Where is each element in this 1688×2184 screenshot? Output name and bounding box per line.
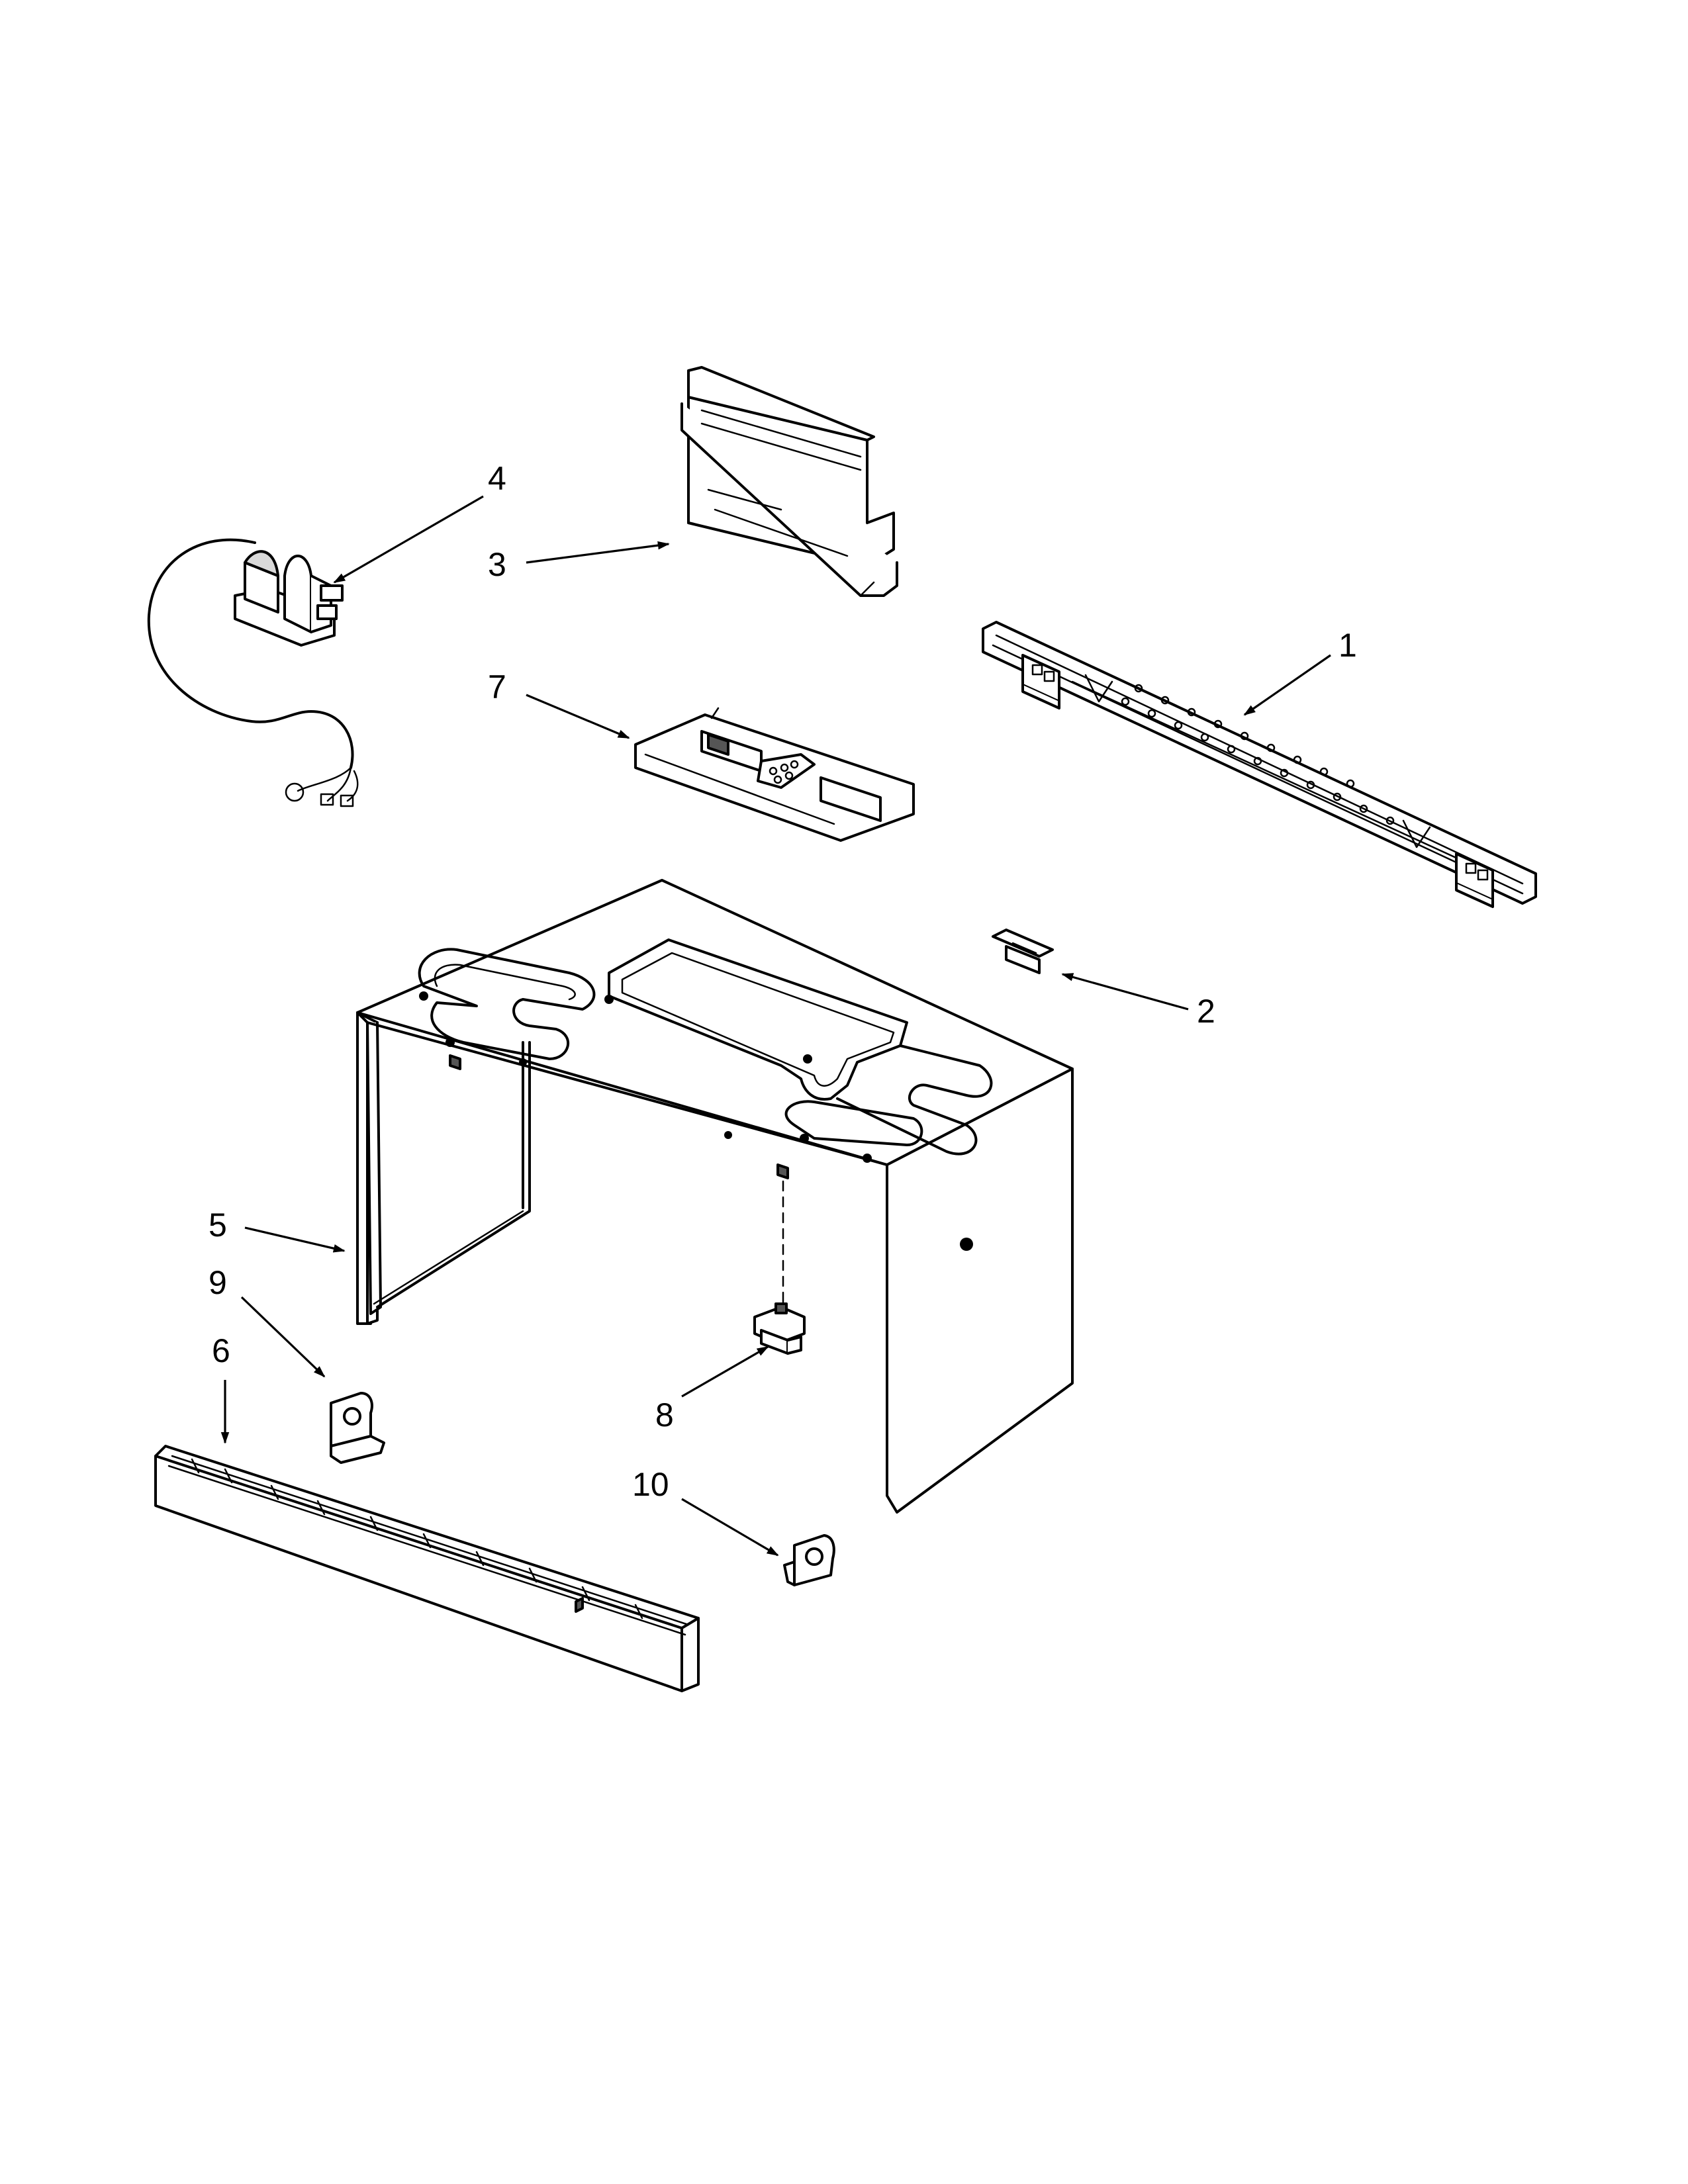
leader-4 [333,495,484,584]
callout-1: 1 [1338,627,1357,664]
top-grille-part [680,366,898,597]
callout-labels: 1 2 3 4 5 6 7 8 9 10 [209,460,1357,1503]
cabinet-wrapper-part [356,879,1074,1514]
callout-9: 9 [209,1264,227,1301]
leader-1 [1243,654,1331,716]
callout-4: 4 [488,460,506,497]
control-plate-part [634,707,915,842]
leader-5 [244,1226,346,1253]
bracket-left-part [330,1392,385,1464]
callout-7: 7 [488,668,506,705]
leader-2 [1061,973,1189,1011]
vent-trim-part [154,1445,700,1692]
callout-2: 2 [1197,993,1215,1030]
callout-3: 3 [488,546,506,583]
callout-6: 6 [212,1332,230,1369]
small-clip-part [992,929,1054,974]
leader-9 [240,1296,326,1378]
bracket-right-part [783,1534,835,1586]
power-cord-part [147,538,359,807]
leader-3 [526,541,670,564]
latch-part [753,1302,806,1355]
leader-lines [220,495,1331,1557]
mounting-rail-part [982,621,1537,908]
callout-10: 10 [632,1466,669,1503]
leader-8 [681,1345,769,1398]
leader-10 [681,1498,779,1557]
callout-8: 8 [655,1396,674,1433]
callout-5: 5 [209,1206,227,1244]
leader-7 [526,694,630,739]
